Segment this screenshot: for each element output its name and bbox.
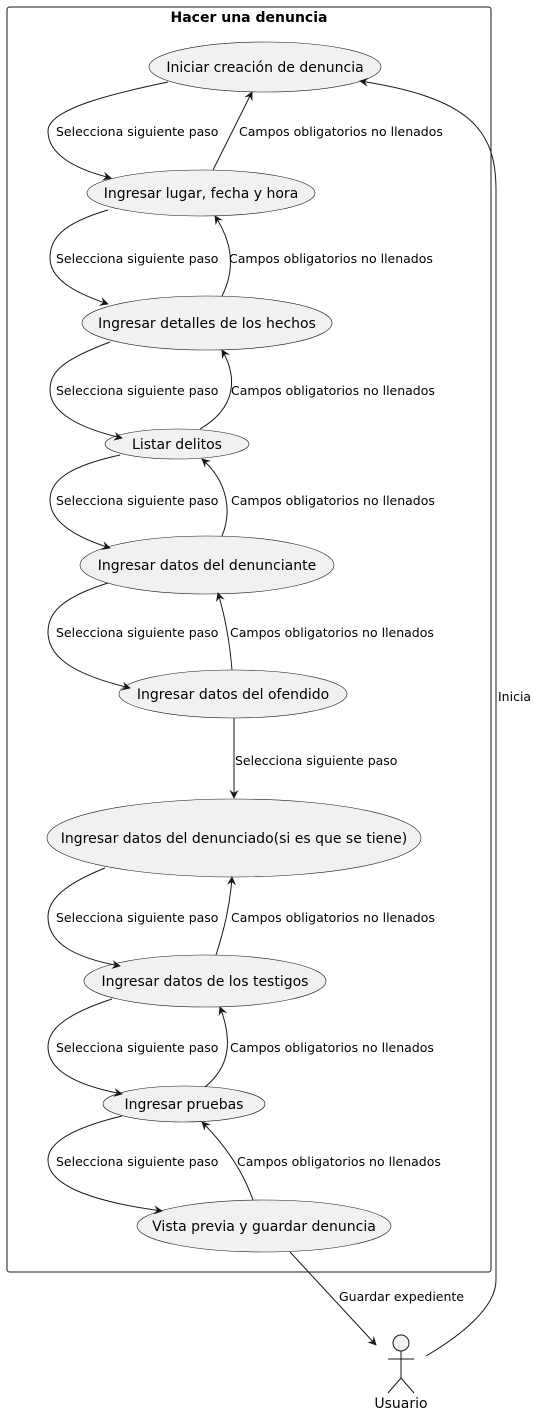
use-case-lugar-fecha-hora[interactable]: Ingresar lugar, fecha y hora — [86, 169, 316, 217]
edge-label-next: Selecciona siguiente paso — [56, 124, 218, 139]
use-case-label: Ingresar datos del denunciante — [98, 558, 316, 574]
use-case-label: Ingresar datos de los testigos — [102, 974, 309, 990]
use-case-label: Ingresar pruebas — [125, 1097, 244, 1113]
edge-label-back: Campos obligatorios no llenados — [237, 1154, 441, 1169]
use-case-vista-previa[interactable]: Vista previa y guardar denuncia — [136, 1199, 392, 1253]
edge-label-next: Selecciona siguiente paso — [56, 1154, 218, 1169]
edge-label-next: Selecciona siguiente paso — [235, 753, 397, 768]
use-case-label: Listar delitos — [132, 437, 222, 453]
use-case-label: Ingresar detalles de los hechos — [98, 316, 316, 332]
edge-label-next: Selecciona siguiente paso — [56, 383, 218, 398]
edge-labels: Selecciona siguiente paso Campos obligat… — [56, 124, 531, 1304]
use-case-listar-delitos[interactable]: Listar delitos — [104, 428, 250, 460]
edges-next — [47, 81, 377, 1346]
edge-label-back: Campos obligatorios no llenados — [230, 1040, 434, 1055]
use-case-iniciar-creacion[interactable]: Iniciar creación de denuncia — [148, 41, 382, 93]
use-case-detalles-hechos[interactable]: Ingresar detalles de los hechos — [81, 295, 333, 351]
package-frame: Hacer una denuncia — [6, 6, 492, 1273]
edge-label-back: Campos obligatorios no llenados — [231, 383, 435, 398]
edge-label-back: Campos obligatorios no llenados — [229, 251, 433, 266]
use-case-datos-testigos[interactable]: Ingresar datos de los testigos — [83, 954, 327, 1008]
use-case-label: Iniciar creación de denuncia — [166, 60, 363, 76]
edge-label-next: Selecciona siguiente paso — [56, 251, 218, 266]
edge-label-back: Campos obligatorios no llenados — [230, 625, 434, 640]
use-case-label: Vista previa y guardar denuncia — [152, 1219, 376, 1235]
edge-label-next: Selecciona siguiente paso — [56, 1040, 218, 1055]
use-case-label: Ingresar datos del denunciado(si es que … — [61, 831, 407, 847]
edge-inicia — [359, 77, 497, 1357]
use-case-label: Ingresar lugar, fecha y hora — [104, 186, 299, 202]
edge-label-next: Selecciona siguiente paso — [56, 625, 218, 640]
edge-label-back: Campos obligatorios no llenados — [231, 910, 435, 925]
edge-label-next: Selecciona siguiente paso — [56, 910, 218, 925]
package-title: Hacer una denuncia — [171, 10, 328, 26]
use-case-ingresar-pruebas[interactable]: Ingresar pruebas — [102, 1085, 266, 1123]
actor-usuario[interactable]: Usuario — [374, 1334, 428, 1412]
edges-back — [199, 91, 254, 1201]
actor-figure-icon — [387, 1334, 415, 1394]
actor-name: Usuario — [374, 1396, 427, 1412]
use-case-datos-denunciante[interactable]: Ingresar datos del denunciante — [79, 535, 335, 595]
use-case-datos-ofendido[interactable]: Ingresar datos del ofendido — [118, 669, 348, 719]
edge-label-next: Selecciona siguiente paso — [56, 493, 218, 508]
edge-label-save: Guardar expediente — [339, 1289, 464, 1304]
edge-label-start: Inicia — [498, 689, 531, 704]
use-case-label: Ingresar datos del ofendido — [137, 687, 329, 703]
use-case-datos-denunciado[interactable]: Ingresar datos del denunciado(si es que … — [46, 798, 422, 878]
edge-label-back: Campos obligatorios no llenados — [239, 124, 443, 139]
edge-label-back: Campos obligatorios no llenados — [231, 493, 435, 508]
